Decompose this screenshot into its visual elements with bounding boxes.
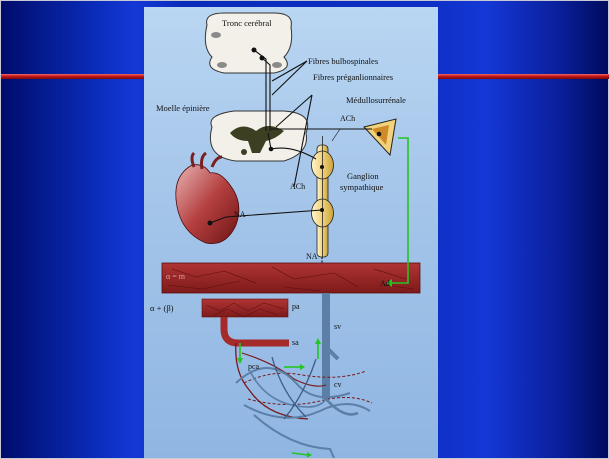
title-stripe-right	[438, 74, 609, 79]
label-sv: sv	[334, 322, 341, 331]
heart	[176, 153, 239, 244]
muscle-band	[162, 263, 420, 293]
sympathetic-nervous-system-diagram: Tronc cerébral Fibres bulbospinales Fibr…	[144, 7, 438, 458]
arteriole-band	[202, 299, 289, 343]
label-medullo: Médullosurrénale	[346, 95, 406, 105]
title-stripe-left	[1, 74, 144, 79]
label-pca: pca	[248, 362, 260, 371]
label-pa: pa	[292, 302, 300, 311]
adrenal-medulla	[364, 119, 396, 155]
label-muscle-faint: α = m	[166, 272, 186, 281]
label-tronc: Tronc cerébral	[222, 18, 272, 28]
label-na-mid: NA	[306, 252, 318, 261]
label-fibres-preganglionnaires: Fibres préganlionnaires	[313, 72, 393, 82]
label-moelle: Moelle épinière	[156, 103, 210, 113]
capillary-bed	[236, 343, 372, 458]
label-ach-mid: ACh	[290, 182, 305, 191]
label-ach-top: ACh	[340, 114, 355, 123]
label-alpha-beta: α + (β)	[150, 303, 174, 313]
label-sa: sa	[292, 338, 299, 347]
label-ganglion-2: sympathique	[340, 182, 384, 192]
sympathetic-ganglion	[312, 136, 334, 257]
label-ad: Ad	[380, 279, 390, 288]
label-na-heart: NA	[234, 210, 246, 219]
label-ganglion-1: Ganglion	[347, 171, 379, 181]
spinal-cord	[210, 111, 307, 161]
label-cv: cv	[334, 380, 342, 389]
diagram-panel: Tronc cerébral Fibres bulbospinales Fibr…	[144, 7, 438, 458]
label-fibres-bulbospinales: Fibres bulbospinales	[308, 56, 378, 66]
